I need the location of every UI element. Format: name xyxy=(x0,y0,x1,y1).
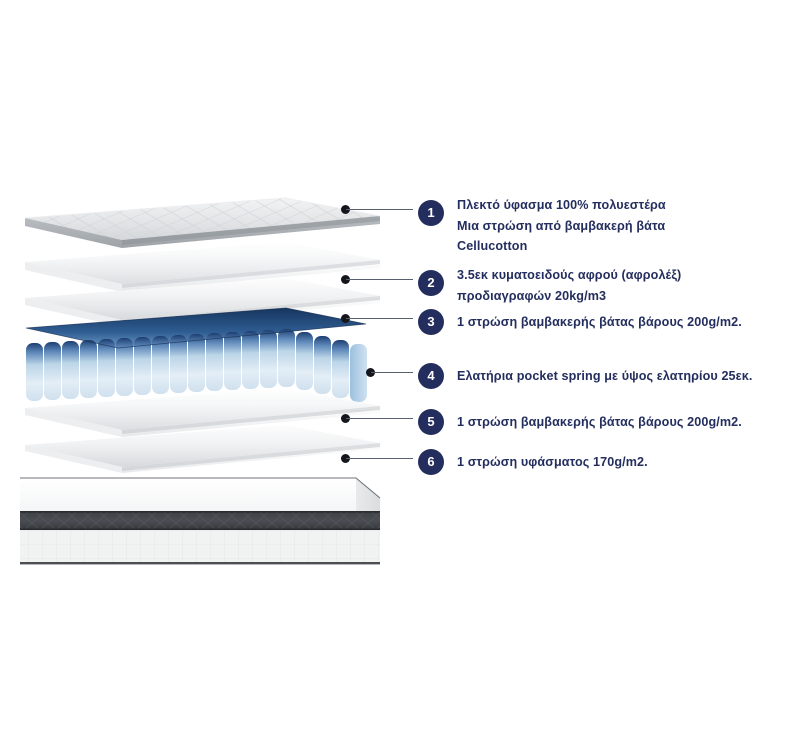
leader-dot-6 xyxy=(341,454,350,463)
leader-dot-4 xyxy=(366,368,375,377)
callout-text-5: 1 στρώση βαμβακερής βάτας βάρους 200g/m2… xyxy=(457,415,742,429)
layer-knit-fabric-top xyxy=(24,197,381,248)
leader-line-3 xyxy=(341,314,413,323)
layer-base-fabric xyxy=(25,425,380,473)
callout-badge-2[interactable]: 2 xyxy=(418,270,444,296)
callout-text-1: Πλεκτό ύφασμα 100% πολυεστέρα Μια στρώση… xyxy=(457,198,666,253)
leader-line-5 xyxy=(341,414,413,423)
pocket-spring-row xyxy=(26,329,367,402)
callout-text-6: 1 στρώση υφάσματος 170g/m2. xyxy=(457,455,648,469)
layer-wave-foam xyxy=(25,242,380,292)
callout-text-2: 3.5εκ κυματοειδούς αφρού (αφρολέξ) προδι… xyxy=(457,268,682,303)
callout-badge-5[interactable]: 5 xyxy=(418,409,444,435)
callout-text-4: Ελατήρια pocket spring με ύψος ελατηρίου… xyxy=(457,369,753,383)
leader-line-1 xyxy=(341,205,413,214)
leader-stroke-2 xyxy=(346,279,413,280)
mattress-illustration xyxy=(0,180,400,580)
callout-badge-1[interactable]: 1 xyxy=(418,200,444,226)
leader-line-6 xyxy=(341,454,413,463)
leader-stroke-1 xyxy=(346,209,413,210)
leader-dot-5 xyxy=(341,414,350,423)
callout-badge-3[interactable]: 3 xyxy=(418,309,444,335)
mattress-base-block xyxy=(20,477,381,565)
leader-stroke-3 xyxy=(346,318,413,319)
leader-dot-3 xyxy=(341,314,350,323)
leader-dot-2 xyxy=(341,275,350,284)
leader-stroke-4 xyxy=(371,372,413,373)
leader-dot-1 xyxy=(341,205,350,214)
callout-badge-4[interactable]: 4 xyxy=(418,363,444,389)
leader-line-4 xyxy=(366,368,413,377)
leader-stroke-5 xyxy=(346,418,413,419)
leader-stroke-6 xyxy=(346,458,413,459)
layer-cotton-wad-lower xyxy=(25,388,380,437)
layer-pocket-springs xyxy=(25,307,367,402)
leader-line-2 xyxy=(341,275,413,284)
callout-badge-6[interactable]: 6 xyxy=(418,449,444,475)
callout-text-3: 1 στρώση βαμβακερής βάτας βάρους 200g/m2… xyxy=(457,315,742,329)
